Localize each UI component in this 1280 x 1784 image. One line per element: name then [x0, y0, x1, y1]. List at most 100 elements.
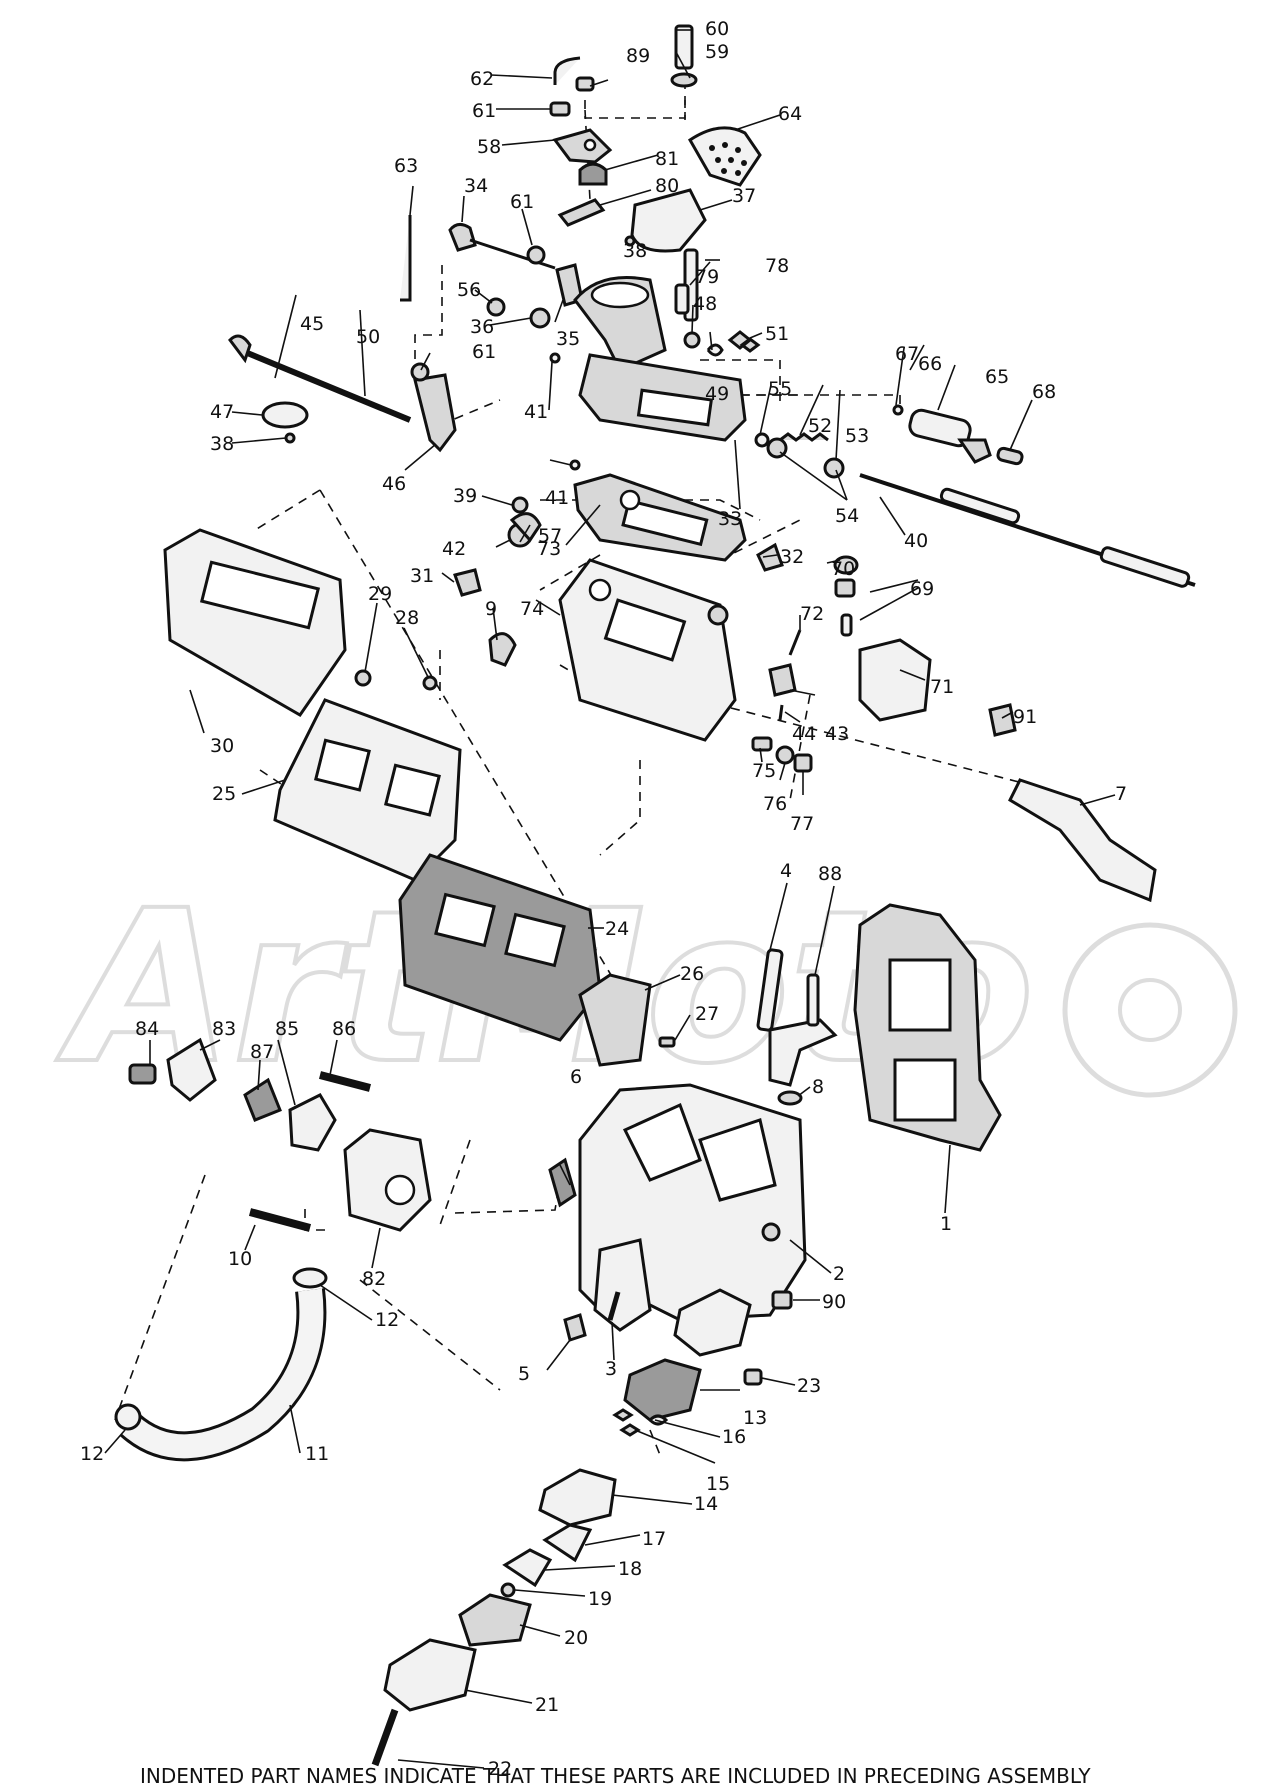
label-18: 18 [618, 1558, 642, 1580]
label-37: 37 [732, 185, 756, 207]
jet-69a [834, 578, 856, 598]
screw-86 [318, 1071, 372, 1092]
washer-48 [683, 331, 701, 349]
label-14: 14 [694, 1493, 718, 1515]
screw-90 [771, 1290, 793, 1310]
bracket-7 [1008, 778, 1157, 903]
label-10: 10 [228, 1248, 252, 1270]
label-11: 11 [305, 1443, 329, 1465]
label-31: 31 [410, 565, 434, 587]
label-24: 24 [605, 918, 629, 940]
label-15: 15 [706, 1473, 730, 1495]
label-63: 63 [394, 155, 418, 177]
gasket-6 [548, 1157, 577, 1208]
reed-plate-25 [273, 698, 462, 882]
label-23: 23 [797, 1375, 821, 1397]
label-19: 19 [588, 1588, 612, 1610]
plug-77 [793, 753, 813, 773]
screw-27 [658, 1036, 676, 1048]
nut-61-top [549, 101, 571, 117]
clamp-12a [114, 1403, 142, 1431]
clip-49 [706, 343, 724, 357]
screw-60 [674, 24, 694, 70]
screw-75 [751, 736, 773, 752]
diaphragm-20 [458, 1593, 532, 1647]
label-85: 85 [275, 1018, 299, 1040]
label-91: 91 [1013, 706, 1037, 728]
label-41a: 41 [524, 401, 548, 423]
label-61-mid: 61 [510, 191, 534, 213]
label-38-top: 38 [623, 240, 647, 262]
label-87: 87 [250, 1041, 274, 1063]
screw-19 [500, 1582, 516, 1598]
clamp-12b [292, 1267, 328, 1289]
label-27: 27 [695, 1003, 719, 1025]
label-29: 29 [368, 583, 392, 605]
label-70: 70 [831, 558, 855, 580]
gasket-70 [833, 555, 859, 575]
screw-22 [371, 1708, 399, 1767]
part-labels: 60 59 89 62 61 64 58 81 80 37 63 34 61 3… [80, 18, 1127, 1780]
label-41b: 41 [545, 487, 569, 509]
label-73: 73 [537, 538, 561, 560]
screw-10 [248, 1208, 312, 1232]
label-5: 5 [518, 1363, 530, 1385]
shaft-45-end [228, 334, 252, 364]
spring-52 [779, 432, 829, 442]
lever-43 [768, 663, 797, 697]
label-17: 17 [642, 1528, 666, 1550]
needle-44 [778, 704, 784, 721]
plate-47 [261, 401, 309, 429]
label-8: 8 [812, 1076, 824, 1098]
pin-72 [788, 629, 802, 656]
clip-9 [488, 632, 517, 667]
jet-69b [840, 613, 853, 637]
label-86: 86 [332, 1018, 356, 1040]
lever-65 [957, 438, 992, 464]
ring-36 [529, 307, 551, 329]
label-58: 58 [477, 136, 501, 158]
label-54: 54 [835, 505, 859, 527]
reed-26 [578, 973, 652, 1067]
diaphragm-85 [288, 1093, 337, 1152]
label-67: 67 [895, 343, 919, 365]
label-20: 20 [564, 1627, 588, 1649]
screw-79 [674, 283, 690, 315]
label-6: 6 [570, 1066, 582, 1088]
retainer-18 [502, 1548, 553, 1588]
nut-61-mid [526, 245, 546, 265]
screw-31 [453, 568, 482, 597]
pin-67 [892, 404, 904, 416]
label-90: 90 [822, 1291, 846, 1313]
screen-87 [243, 1077, 282, 1122]
label-80: 80 [655, 175, 679, 197]
label-78: 78 [765, 255, 789, 277]
label-75: 75 [752, 760, 776, 782]
label-79: 79 [695, 266, 719, 288]
label-53: 53 [845, 425, 869, 447]
label-74: 74 [520, 598, 544, 620]
ring-57 [509, 512, 542, 543]
label-2: 2 [833, 1263, 845, 1285]
label-66: 66 [918, 353, 942, 375]
spring-15 [612, 1408, 641, 1437]
bushing-81 [578, 162, 608, 186]
gasket-76 [775, 745, 795, 765]
label-12b: 12 [375, 1309, 399, 1331]
label-57: 57 [538, 525, 562, 547]
label-44: 44 [792, 723, 816, 745]
nut-89 [575, 76, 595, 92]
label-62: 62 [470, 68, 494, 90]
label-61-top: 61 [472, 100, 496, 122]
label-81: 81 [655, 148, 679, 170]
nut-61-left [410, 362, 430, 382]
label-46: 46 [382, 473, 406, 495]
screw-4 [756, 948, 784, 1032]
label-55: 55 [768, 378, 792, 400]
lever-46 [413, 373, 457, 453]
link-rod-63 [400, 215, 412, 302]
cover-13a [673, 1288, 752, 1357]
cover-83 [166, 1037, 217, 1102]
label-51: 51 [765, 323, 789, 345]
spring-51 [727, 330, 761, 353]
